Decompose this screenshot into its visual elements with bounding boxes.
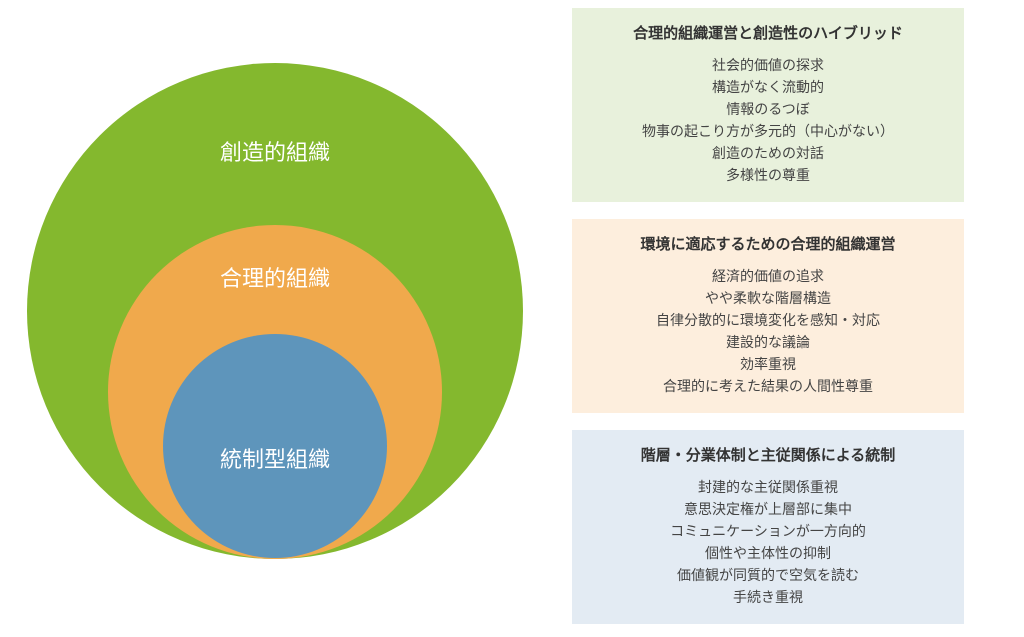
rational-organization-panel: 環境に適応するための合理的組織運営 経済的価値の追求 やや柔軟な階層構造 自律分… xyxy=(572,219,964,413)
creative-organization-label: 創造的組織 xyxy=(220,141,330,166)
list-item: 手続き重視 xyxy=(733,590,803,606)
list-item: 社会的価値の探求 xyxy=(712,58,824,74)
controlled-organization-label: 統制型組織 xyxy=(220,448,330,473)
list-item: 個性や主体性の抑制 xyxy=(705,546,831,562)
creative-organization-panel: 合理的組織運営と創造性のハイブリッド 社会的価値の探求 構造がなく流動的 情報の… xyxy=(572,8,964,202)
list-item: 情報のるつぼ xyxy=(726,102,810,118)
list-item: 意思決定権が上層部に集中 xyxy=(684,502,852,518)
controlled-organization-circle xyxy=(163,334,387,558)
panel-title: 階層・分業体制と主従関係による統制 xyxy=(640,446,896,464)
list-item: 創造のための対話 xyxy=(712,146,824,162)
list-item: 合理的に考えた結果の人間性尊重 xyxy=(663,379,873,395)
nested-circles-diagram: 創造的組織 合理的組織 統制型組織 xyxy=(27,63,523,559)
list-item: 効率重視 xyxy=(740,357,796,373)
list-item: 経済的価値の追求 xyxy=(712,269,824,285)
panel-list: 封建的な主従関係重視 意思決定権が上層部に集中 コミュニケーションが一方向的 個… xyxy=(572,477,964,609)
list-item: 多様性の尊重 xyxy=(726,168,810,184)
list-item: 物事の起こり方が多元的（中心がない） xyxy=(642,124,894,140)
rational-organization-label: 合理的組織 xyxy=(220,267,330,292)
panel-list: 経済的価値の追求 やや柔軟な階層構造 自律分散的に環境変化を感知・対応 建設的な… xyxy=(572,266,964,398)
list-item: コミュニケーションが一方向的 xyxy=(670,524,866,540)
list-item: 価値観が同質的で空気を読む xyxy=(677,568,859,584)
controlled-organization-panel: 階層・分業体制と主従関係による統制 封建的な主従関係重視 意思決定権が上層部に集… xyxy=(572,430,964,624)
panel-title: 合理的組織運営と創造性のハイブリッド xyxy=(633,24,903,42)
list-item: 封建的な主従関係重視 xyxy=(698,480,838,496)
list-item: やや柔軟な階層構造 xyxy=(705,291,831,307)
panel-list: 社会的価値の探求 構造がなく流動的 情報のるつぼ 物事の起こり方が多元的（中心が… xyxy=(572,55,964,187)
list-item: 構造がなく流動的 xyxy=(712,80,824,96)
list-item: 建設的な議論 xyxy=(726,335,810,351)
panel-title: 環境に適応するための合理的組織運営 xyxy=(640,235,896,253)
list-item: 自律分散的に環境変化を感知・対応 xyxy=(656,313,880,329)
